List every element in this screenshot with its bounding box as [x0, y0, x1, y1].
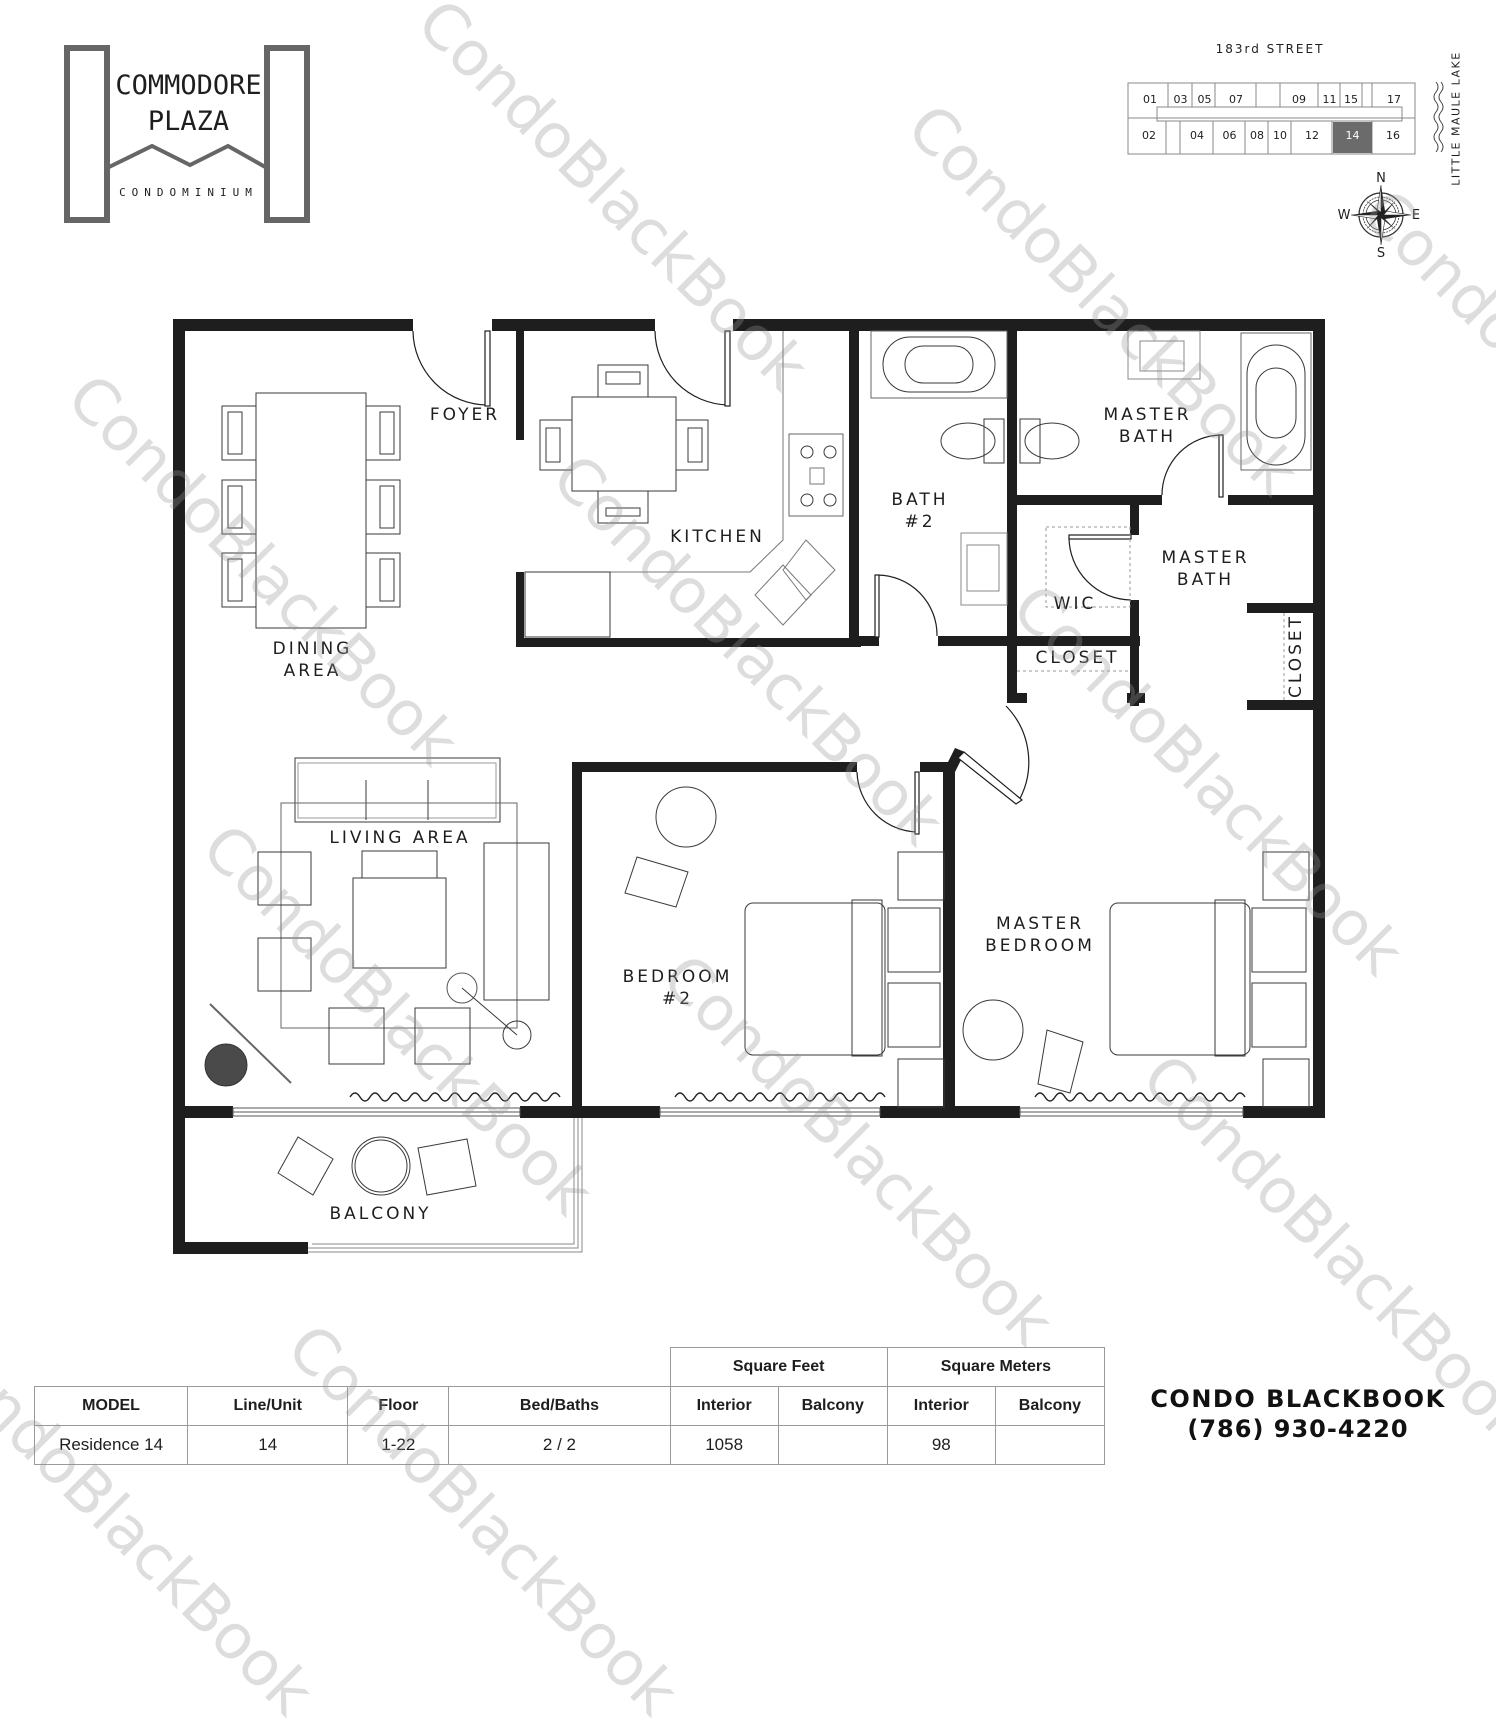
compass-west: W: [1337, 208, 1351, 223]
unit-14-highlighted: 14: [1345, 129, 1360, 142]
compass-rose-icon: [1350, 184, 1412, 246]
unit-07: 07: [1229, 93, 1243, 106]
unit-17: 17: [1387, 93, 1401, 106]
table-row: Residence 14 14 1-22 2 / 2 1058 98: [33, 1425, 1106, 1465]
unit-10: 10: [1273, 129, 1287, 142]
unit-12: 12: [1305, 129, 1319, 142]
brand-name: CONDO BLACKBOOK: [1150, 1385, 1446, 1413]
unit-spec-table: Square Feet Square Meters MODEL Line/Uni…: [33, 1347, 1106, 1465]
unit-02: 02: [1142, 129, 1156, 142]
lake-label: LITTLE MAULE LAKE: [1449, 51, 1463, 186]
room-label-kitchen: KITCHEN: [670, 527, 765, 547]
unit-15: 15: [1344, 93, 1358, 106]
cell-floor: 1-22: [347, 1425, 450, 1465]
room-label-bedroom-2: BEDROOM #2: [622, 967, 733, 1009]
header-sqft-interior: Interior: [669, 1386, 779, 1426]
cell-bed-baths: 2 / 2: [448, 1425, 671, 1465]
compass-east: E: [1411, 208, 1421, 223]
unit-08: 08: [1250, 129, 1264, 142]
brand-block: CONDO BLACKBOOK (786) 930-4220: [1128, 1384, 1468, 1444]
spec-header-row: MODEL Line/Unit Floor Bed/Baths Interior…: [33, 1386, 1106, 1426]
room-label-bath-2: BATH #2: [891, 490, 949, 532]
header-floor: Floor: [347, 1386, 450, 1426]
header-sqm-balcony: Balcony: [994, 1386, 1106, 1426]
unit-03: 03: [1173, 93, 1188, 106]
cell-sqm-balcony: [994, 1425, 1106, 1465]
logo-line-1: COMMODORE: [115, 70, 262, 101]
cell-sqm-interior: 98: [886, 1425, 996, 1465]
curtains: [349, 1092, 1246, 1102]
logo-subtitle: CONDOMINIUM: [119, 186, 258, 199]
compass-north: N: [1376, 171, 1386, 186]
walls: [173, 319, 1325, 1254]
room-label-foyer: FOYER: [429, 405, 501, 425]
unit-09: 09: [1292, 93, 1306, 106]
room-label-wic: WIC: [1053, 594, 1097, 614]
room-label-master-bath-upper: MASTER BATH: [1103, 405, 1192, 447]
key-plan-graphic: [1127, 82, 1416, 155]
room-label-balcony: BALCONY: [329, 1204, 432, 1224]
room-label-closet-hall: CLOSET: [1035, 648, 1120, 668]
windows: [232, 1107, 1244, 1253]
room-label-master-bedroom: MASTER BEDROOM: [985, 914, 1095, 956]
header-model: MODEL: [33, 1386, 189, 1426]
furniture: [204, 330, 1312, 1196]
room-label-dining-area: DINING AREA: [272, 639, 353, 681]
logo-graphic: [64, 45, 310, 223]
cell-model: Residence 14: [33, 1425, 189, 1465]
room-label-living-area: LIVING AREA: [329, 828, 471, 848]
cell-line-unit: 14: [187, 1425, 349, 1465]
header-line-unit: Line/Unit: [187, 1386, 349, 1426]
doors: [412, 330, 1224, 835]
header-bed-baths: Bed/Baths: [448, 1386, 671, 1426]
unit-04: 04: [1190, 129, 1204, 142]
cell-sqft-balcony: [777, 1425, 888, 1465]
logo-line-2: PLAZA: [147, 106, 230, 137]
group-header-sqft: Square Feet: [669, 1347, 888, 1387]
spec-group-header-row: Square Feet Square Meters: [35, 1347, 1106, 1387]
unit-05: 05: [1197, 93, 1212, 106]
unit-11: 11: [1322, 93, 1337, 106]
brand-phone[interactable]: (786) 930-4220: [1187, 1415, 1409, 1443]
group-header-sqm: Square Meters: [886, 1347, 1106, 1387]
street-label: 183rd STREET: [1215, 42, 1325, 56]
header-sqm-interior: Interior: [886, 1386, 996, 1426]
room-label-closet-master: CLOSET: [1286, 613, 1306, 699]
compass-south: S: [1376, 246, 1386, 261]
floor-plan-drawing: [64, 45, 1444, 1254]
unit-16: 16: [1386, 129, 1400, 142]
room-label-master-bath-lower: MASTER BATH: [1161, 548, 1250, 590]
unit-01: 01: [1143, 93, 1157, 106]
cell-sqft-interior: 1058: [669, 1425, 779, 1465]
highlighted-unit-14: [1333, 122, 1372, 153]
lake-wave-icon: [1433, 81, 1444, 153]
header-sqft-balcony: Balcony: [777, 1386, 888, 1426]
unit-06: 06: [1222, 129, 1237, 142]
